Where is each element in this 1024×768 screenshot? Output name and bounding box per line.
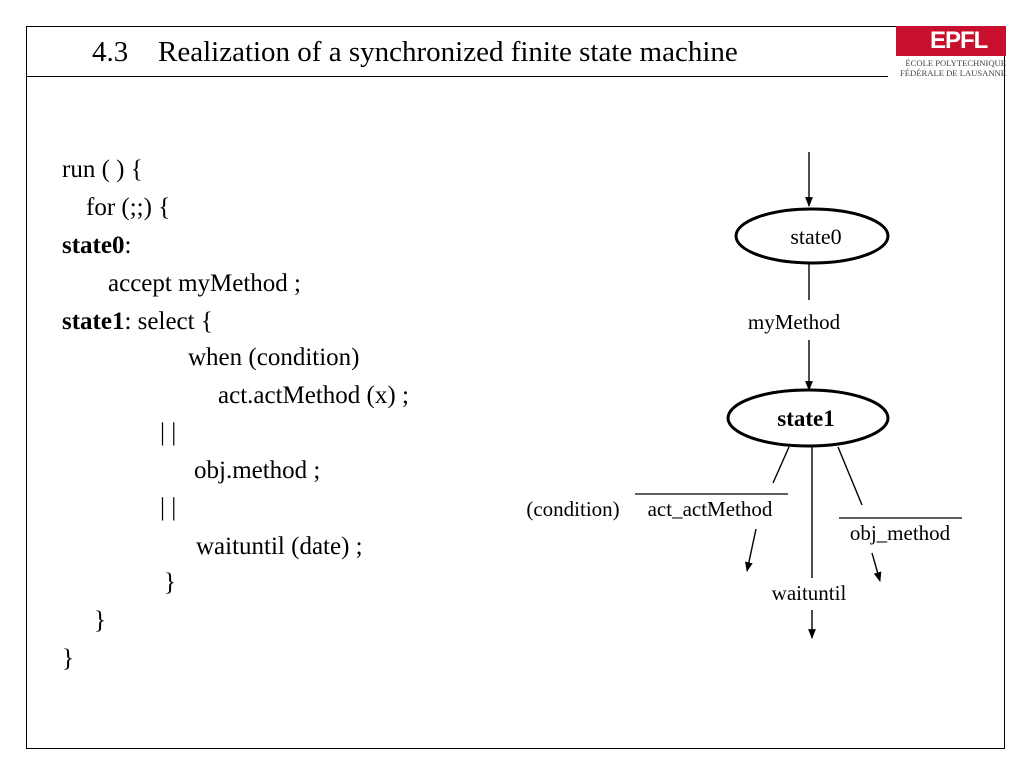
state-diagram: state0 myMethod state1 (condition) act_a… bbox=[526, 152, 962, 639]
code-line: } bbox=[94, 607, 106, 634]
code-line: when (condition) bbox=[188, 344, 360, 371]
code-line: accept myMethod ; bbox=[108, 270, 301, 297]
logo-line-1: ÉCOLE POLYTECHNIQUE bbox=[905, 58, 1006, 68]
state-label: state0 bbox=[62, 232, 125, 259]
epfl-logo: EPFL ÉCOLE POLYTECHNIQUE FÉDÉRALE DE LAU… bbox=[896, 26, 1006, 78]
code-line: state1: select { bbox=[62, 308, 213, 335]
code-line: for (;;) { bbox=[86, 194, 171, 221]
mymethod-label: myMethod bbox=[748, 310, 841, 334]
code-line: } bbox=[62, 645, 74, 672]
logo-line-2: FÉDÉRALE DE LAUSANNE bbox=[900, 68, 1006, 78]
code-line: obj.method ; bbox=[194, 457, 321, 484]
waituntil-label: waituntil bbox=[772, 581, 847, 605]
slide-frame bbox=[26, 26, 1005, 749]
code-line: state0: bbox=[62, 232, 132, 259]
state0-label: state0 bbox=[790, 224, 841, 249]
branch-left-arrow bbox=[745, 528, 757, 572]
title-rule bbox=[26, 76, 888, 77]
obj-method-label: obj_method bbox=[850, 521, 951, 545]
state1-label: state1 bbox=[777, 406, 834, 431]
title-text: Realization of a synchronized finite sta… bbox=[158, 36, 738, 68]
logo-bar bbox=[896, 26, 1006, 56]
code-line: } bbox=[164, 569, 176, 596]
code-block: run ( ) { for (;;) { state0: accept myMe… bbox=[0, 0, 520, 700]
code-line: run ( ) { bbox=[62, 156, 143, 183]
state0-node bbox=[734, 207, 890, 265]
slide-title: 4.3 Realization of a synchronized finite … bbox=[92, 36, 738, 69]
logo-mark: EPFL bbox=[930, 27, 988, 54]
state1-node bbox=[726, 388, 890, 448]
code-line: | | bbox=[160, 494, 177, 521]
act-actmethod-label: act_actMethod bbox=[648, 497, 773, 521]
section-number: 4.3 bbox=[92, 36, 129, 68]
branch-left-line bbox=[772, 446, 790, 484]
code-line: act.actMethod (x) ; bbox=[218, 382, 409, 409]
state-label: state1 bbox=[62, 308, 125, 335]
code-line: waituntil (date) ; bbox=[196, 533, 363, 560]
condition-label: (condition) bbox=[526, 497, 619, 521]
code-line: | | bbox=[160, 419, 177, 446]
branch-right-arrow bbox=[871, 552, 882, 582]
branch-right-line bbox=[837, 446, 863, 506]
